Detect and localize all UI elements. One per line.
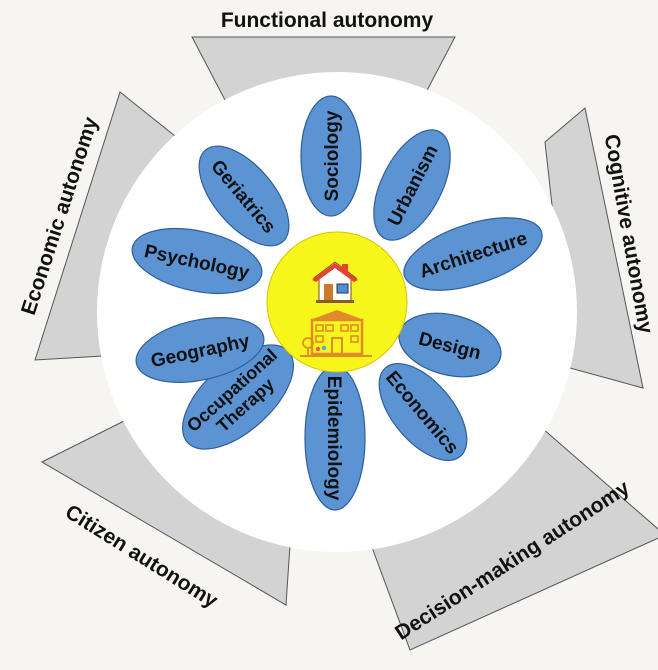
- petal-geography: Geography: [135, 317, 265, 383]
- autonomy-label-functional: Functional autonomy: [221, 9, 434, 32]
- petal-design: Design: [398, 312, 502, 378]
- petal-sociology: Sociology: [300, 95, 362, 217]
- building-icon: [300, 310, 372, 357]
- petal-geriatrics: Geriatrics: [198, 145, 290, 247]
- petal-psychology: Psychology: [131, 228, 263, 294]
- petal-label: Sociology: [322, 110, 343, 201]
- petal-label: Epidemiology: [323, 376, 344, 501]
- petal-epidemiology: Epidemiology: [304, 365, 366, 511]
- house-icon: [312, 261, 358, 303]
